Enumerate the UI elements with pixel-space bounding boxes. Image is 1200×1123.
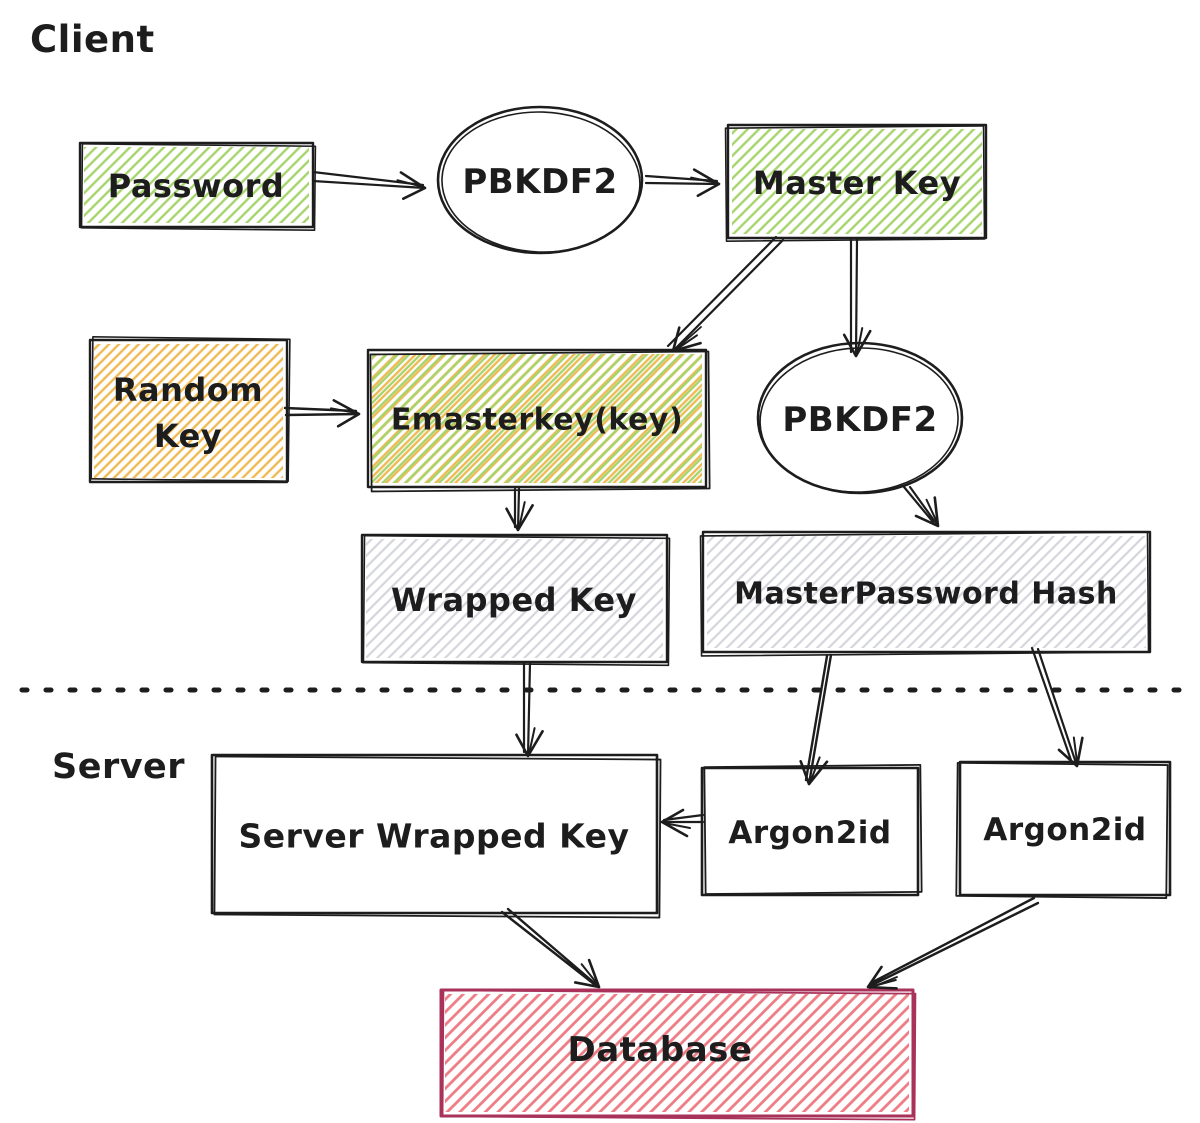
arrow-master-key-to-pbkdf2-hash — [851, 240, 857, 356]
node-password: Password — [78, 141, 317, 232]
random-key-label-line1: Random — [113, 371, 263, 409]
arrow-argon2id-left-to-server-wrapped-key — [662, 815, 703, 822]
node-pbkdf2-client: PBKDF2 — [436, 105, 644, 255]
node-pbkdf2-hash: PBKDF2 — [756, 341, 964, 495]
argon2id-right-label: Argon2id — [983, 812, 1146, 848]
arrow-master-key-to-emasterkey-stray — [674, 326, 702, 351]
arrow-argon2id-right-to-database — [868, 898, 1038, 987]
master-key-label: Master Key — [753, 164, 961, 202]
node-server-wrapped-key: Server Wrapped Key — [210, 753, 662, 919]
pbkdf2-hash-label: PBKDF2 — [782, 400, 937, 440]
node-master-password-hash: MasterPassword Hash — [699, 530, 1152, 657]
node-argon2id-right: Argon2id — [955, 760, 1172, 899]
arrow-pbkdf2-hash-to-master-password-hash — [904, 487, 938, 526]
argon2id-left-label: Argon2id — [728, 815, 891, 851]
node-random-key: Random Key — [88, 336, 291, 484]
emasterkey-label: Emasterkey(key) — [391, 403, 683, 438]
arrow-argon2id-right-to-database-stray — [869, 976, 898, 989]
node-master-key: Master Key — [724, 123, 988, 242]
client-zone-label: Client — [30, 18, 155, 61]
arrow-master-password-hash-to-argon2id-left — [806, 655, 831, 784]
database-label: Database — [568, 1030, 753, 1070]
node-emasterkey: Emasterkey(key) — [366, 348, 711, 493]
wrapped-key-label: Wrapped Key — [391, 581, 637, 619]
node-argon2id-left: Argon2id — [700, 763, 923, 897]
arrow-emasterkey-to-wrapped-key — [515, 489, 519, 530]
server-wrapped-key-label: Server Wrapped Key — [238, 817, 629, 856]
arrow-master-key-to-emasterkey — [668, 237, 783, 351]
server-zone-label: Server — [52, 747, 185, 787]
master-password-hash-label: MasterPassword Hash — [734, 577, 1118, 612]
arrow-master-password-hash-to-argon2id-right — [1032, 648, 1077, 766]
pbkdf2-client-label: PBKDF2 — [462, 162, 617, 202]
password-label: Password — [108, 167, 285, 205]
node-wrapped-key: Wrapped Key — [360, 533, 671, 667]
arrow-wrapped-key-to-server-wrapped-key — [524, 663, 530, 756]
random-key-label-line2: Key — [154, 417, 222, 455]
node-database: Database — [439, 988, 917, 1121]
arrow-pbkdf2-to-master-key — [646, 176, 719, 184]
arrow-server-wrapped-key-to-database — [502, 909, 599, 987]
arrow-random-key-to-emasterkey — [285, 408, 359, 415]
arrow-password-to-pbkdf2 — [313, 172, 425, 188]
